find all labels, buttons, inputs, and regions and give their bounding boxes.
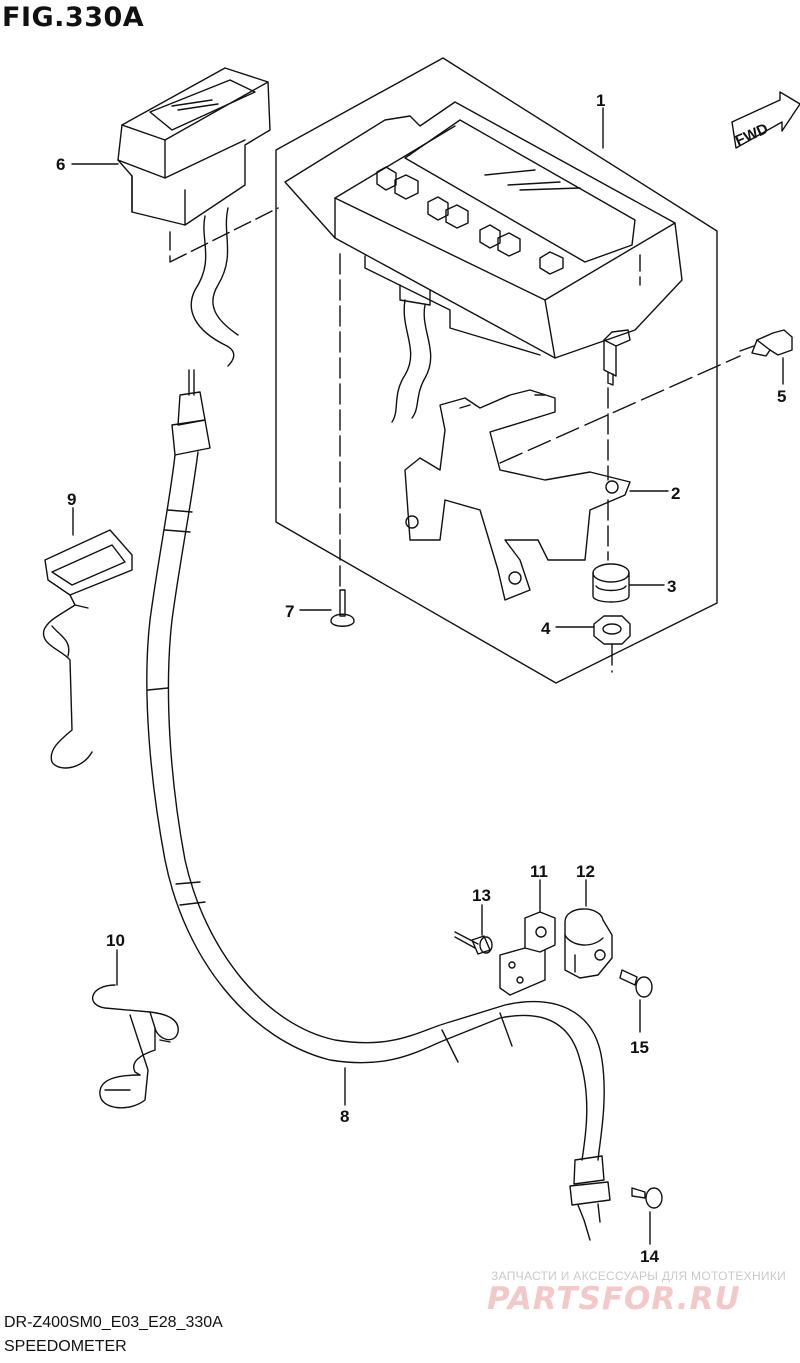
callout-2: 2 [671, 484, 680, 503]
callout-7: 7 [285, 602, 294, 621]
fwd-arrow-icon [731, 91, 800, 149]
pin-part [454, 931, 493, 955]
watermark-logo: PARTSFOR.RU [487, 1281, 741, 1317]
figure-name: SPEEDOMETER [4, 1338, 127, 1355]
cable-clamp-part [564, 908, 613, 979]
callout-11: 11 [530, 862, 548, 881]
callout-5: 5 [777, 387, 786, 406]
grommet-part [592, 563, 630, 603]
screw-14-part [631, 1187, 663, 1209]
speedometer-cable [146, 369, 611, 1241]
callout-12: 12 [576, 862, 595, 881]
connector-part [117, 67, 271, 367]
bolt-part [739, 329, 793, 357]
clamp-plate-part [499, 911, 556, 996]
callout-9: 9 [67, 490, 76, 509]
bracket-part [404, 389, 631, 601]
callout-14: 14 [640, 1247, 659, 1266]
callout-8: 8 [340, 1107, 349, 1126]
callout-4: 4 [541, 619, 551, 638]
speedometer-unit [284, 101, 683, 423]
figure-title: FIG.330A [2, 2, 145, 33]
nut-part [593, 615, 631, 645]
callout-1: 1 [596, 91, 605, 110]
figure-code: DR-Z400SM0_E03_E28_330A [4, 1314, 223, 1331]
fwd-label: FWD [733, 120, 771, 149]
callout-15: 15 [630, 1038, 649, 1057]
callout-6: 6 [56, 155, 65, 174]
screw-15-part [619, 969, 653, 998]
callout-13: 13 [472, 886, 491, 905]
callout-10: 10 [106, 931, 125, 950]
wire-clip-part [92, 984, 179, 1109]
assembly-box [275, 57, 718, 684]
watermark-tagline: ЗАПЧАСТИ И АКСЕССУАРЫ ДЛЯ МОТОТЕХНИКИ [491, 1269, 787, 1283]
cable-guide-part [42, 529, 133, 769]
screw-part [330, 589, 355, 627]
callout-3: 3 [667, 577, 676, 596]
